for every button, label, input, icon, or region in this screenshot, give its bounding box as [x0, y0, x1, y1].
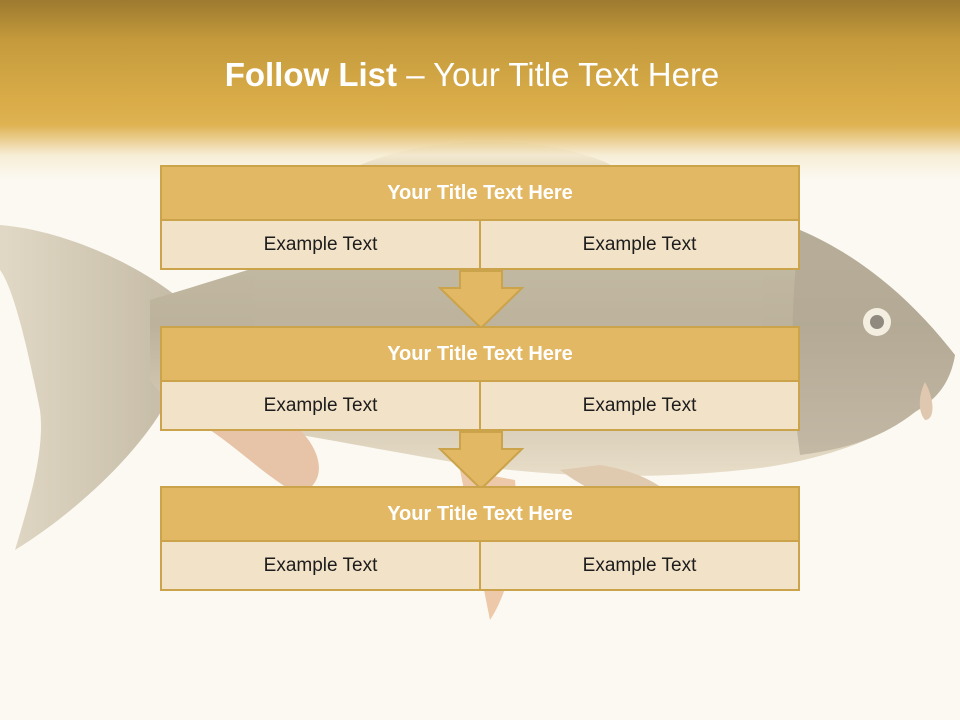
block-cell-left: Example Text — [160, 221, 481, 270]
block-cell-right: Example Text — [481, 542, 800, 591]
block-title: Your Title Text Here — [160, 326, 800, 382]
block-row: Example Text Example Text — [160, 382, 800, 431]
down-arrow-icon — [438, 270, 524, 330]
down-arrow-icon — [438, 431, 524, 491]
block-row: Example Text Example Text — [160, 542, 800, 591]
list-block-1: Your Title Text Here Example Text Exampl… — [160, 165, 800, 270]
block-title: Your Title Text Here — [160, 486, 800, 542]
list-block-2: Your Title Text Here Example Text Exampl… — [160, 326, 800, 431]
block-title: Your Title Text Here — [160, 165, 800, 221]
block-cell-left: Example Text — [160, 542, 481, 591]
page-title-rest: – Your Title Text Here — [397, 56, 720, 93]
page-title-bold: Follow List — [224, 56, 398, 93]
block-cell-left: Example Text — [160, 382, 481, 431]
list-block-3: Your Title Text Here Example Text Exampl… — [160, 486, 800, 591]
block-cell-right: Example Text — [481, 382, 800, 431]
header-band — [0, 0, 960, 180]
page-title: Follow List – Your Title Text Here — [0, 52, 944, 98]
block-cell-right: Example Text — [481, 221, 800, 270]
block-row: Example Text Example Text — [160, 221, 800, 270]
